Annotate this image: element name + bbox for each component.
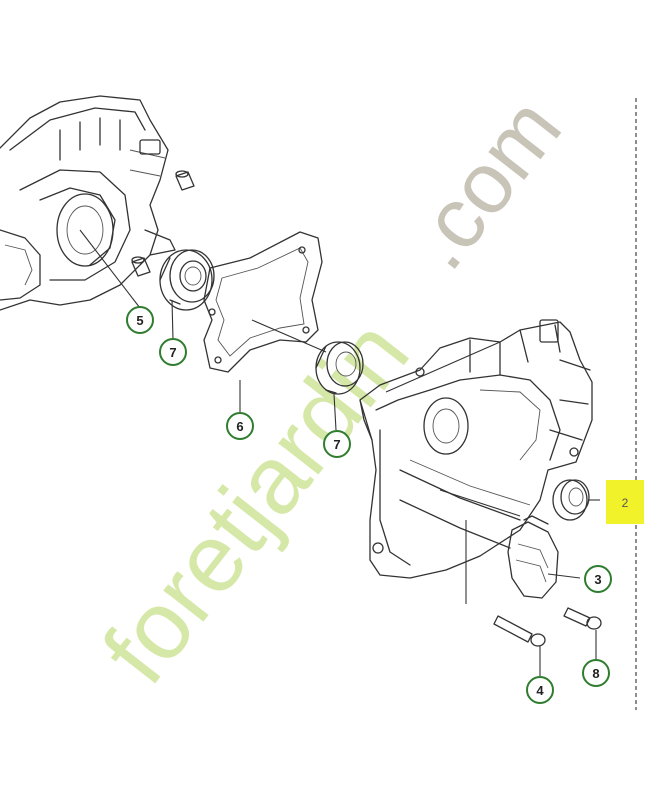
callout-7-seal: 7	[323, 430, 351, 458]
callout-label: 4	[536, 683, 544, 698]
dowel-pin-lower	[131, 256, 151, 277]
leader-lines	[79, 229, 600, 676]
callout-7-bearing: 7	[159, 338, 187, 366]
left-crankcase-half	[0, 95, 176, 311]
callout-label: 5	[136, 313, 143, 328]
callout-8: 8	[582, 659, 610, 687]
screw-short	[563, 607, 602, 630]
right-crankcase-half	[359, 319, 593, 579]
watermark: foretjardin	[82, 301, 429, 703]
callout-5: 5	[126, 306, 154, 334]
watermark-domain: .com	[389, 81, 579, 287]
screw-long	[493, 615, 546, 647]
crankcase-gasket	[203, 231, 323, 373]
watermark-text-main: foretjardin	[82, 301, 429, 703]
callout-4: 4	[526, 676, 554, 704]
callout-3: 3	[584, 565, 612, 593]
shaft-seal-middle	[315, 341, 364, 395]
dowel-pin-upper	[175, 170, 195, 191]
highlight-label: 2	[622, 496, 629, 510]
highlight-part-2: 2	[606, 480, 644, 524]
oil-pump-cover	[507, 515, 559, 599]
callout-label: 6	[236, 419, 243, 434]
callout-label: 7	[169, 345, 176, 360]
callout-label: 7	[333, 437, 340, 452]
ball-bearing-left	[159, 249, 215, 311]
callout-6: 6	[226, 412, 254, 440]
callout-label: 3	[594, 572, 601, 587]
shaft-seal-right	[552, 479, 590, 521]
watermark-text-domain: .com	[389, 81, 579, 287]
callout-label: 8	[592, 666, 599, 681]
